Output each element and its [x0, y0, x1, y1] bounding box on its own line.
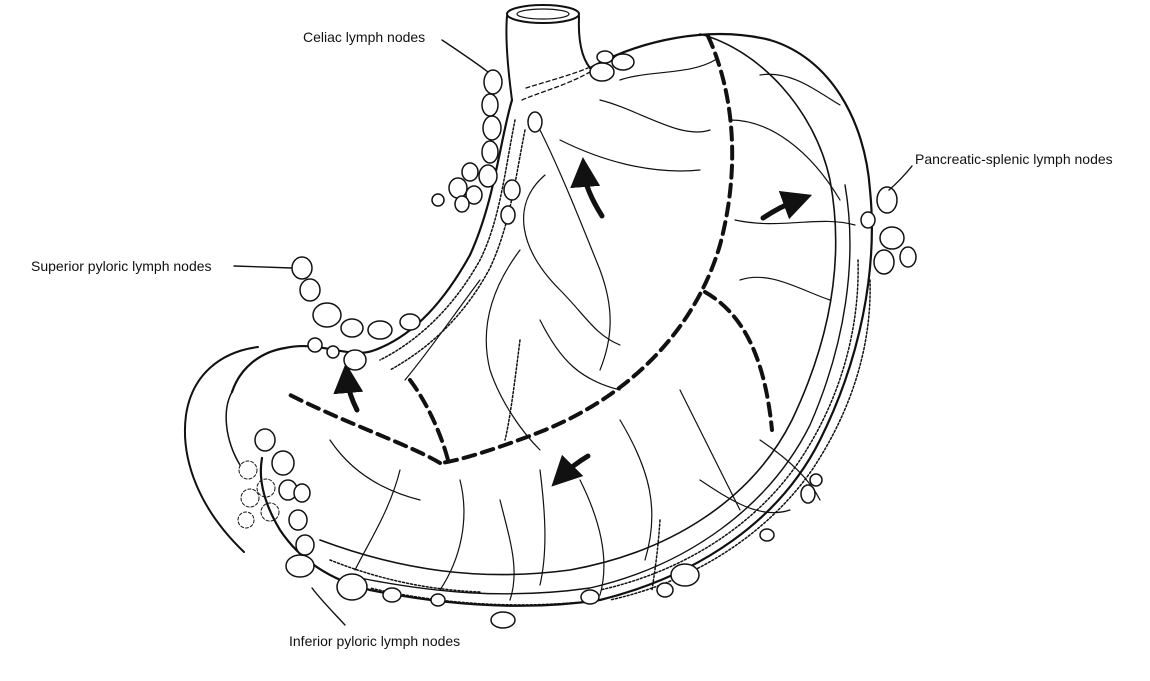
- pancreatic-splenic-leader-line: [888, 165, 913, 191]
- pancreatic-splenic-lymph-node-group: [860, 186, 917, 275]
- celiac-leader-line: [441, 39, 489, 73]
- inferior-pyloric-lymph-node-group: [254, 428, 823, 629]
- inferior-pyloric-leader-line: [311, 587, 346, 626]
- superior-pyloric-leader-line: [233, 265, 293, 269]
- superior-pyloric-lymph-node-group: [291, 256, 421, 371]
- label-leader-lines: [233, 39, 913, 626]
- superior-pyloric-lymph-nodes-label: Superior pyloric lymph nodes: [31, 258, 212, 274]
- pancreatic-splenic-lymph-nodes-label: Pancreatic-splenic lymph nodes: [915, 151, 1113, 167]
- lymphatic-zone-boundaries: [288, 34, 774, 465]
- celiac-lymph-node-group: [431, 50, 635, 225]
- celiac-lymph-nodes-label: Celiac lymph nodes: [303, 29, 426, 45]
- esophagus: [505, 4, 591, 101]
- flow-arrows: [333, 157, 813, 487]
- inferior-pyloric-lymph-nodes-label: Inferior pyloric lymph nodes: [289, 633, 461, 649]
- stomach-outline: [230, 32, 873, 607]
- duodenum: [184, 346, 280, 553]
- lymph-vessels: [329, 59, 856, 601]
